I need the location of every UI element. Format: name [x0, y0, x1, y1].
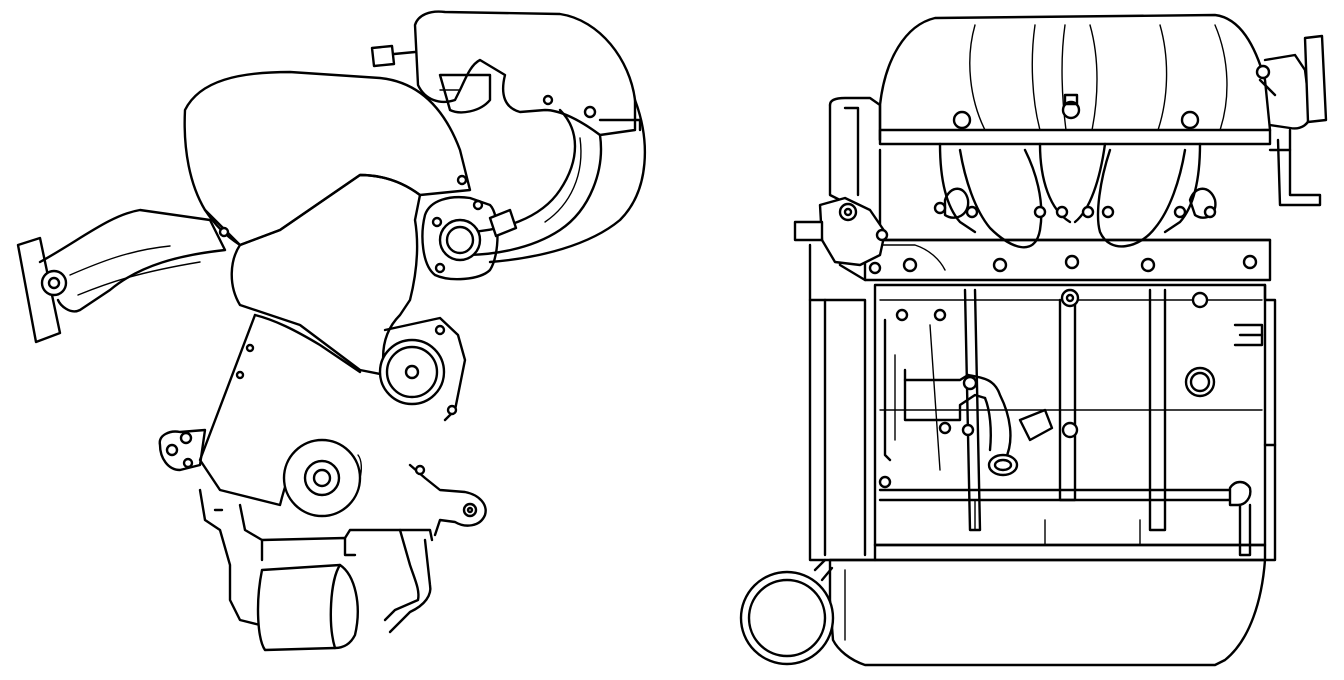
intake-runners: [878, 142, 1272, 249]
crankshaft-pulley: [282, 438, 363, 518]
tensioner-pulley: [378, 316, 467, 422]
cylinder-block-side: [198, 488, 434, 634]
engine-mount-bracket: [158, 428, 207, 472]
oil-pan-front: [828, 558, 1267, 667]
water-outlet-housing: [421, 196, 518, 281]
block-ribs: [883, 288, 1264, 546]
water-pipe: [903, 368, 1054, 477]
manifold-flange-rail: [878, 93, 1272, 146]
alternator-bracket: [408, 463, 487, 537]
cylinder-block-front: [808, 243, 1277, 562]
oil-filter-side: [256, 563, 359, 652]
oil-filter-front: [739, 558, 835, 666]
cam-sensor: [793, 196, 889, 267]
intake-manifold-side: [370, 10, 647, 264]
cylinder-head-front: [828, 96, 1272, 282]
oil-dipstick-rail: [878, 475, 1252, 557]
exhaust-pipe: [16, 208, 227, 344]
throttle-body: [1255, 34, 1328, 207]
intake-plenum: [878, 13, 1272, 142]
